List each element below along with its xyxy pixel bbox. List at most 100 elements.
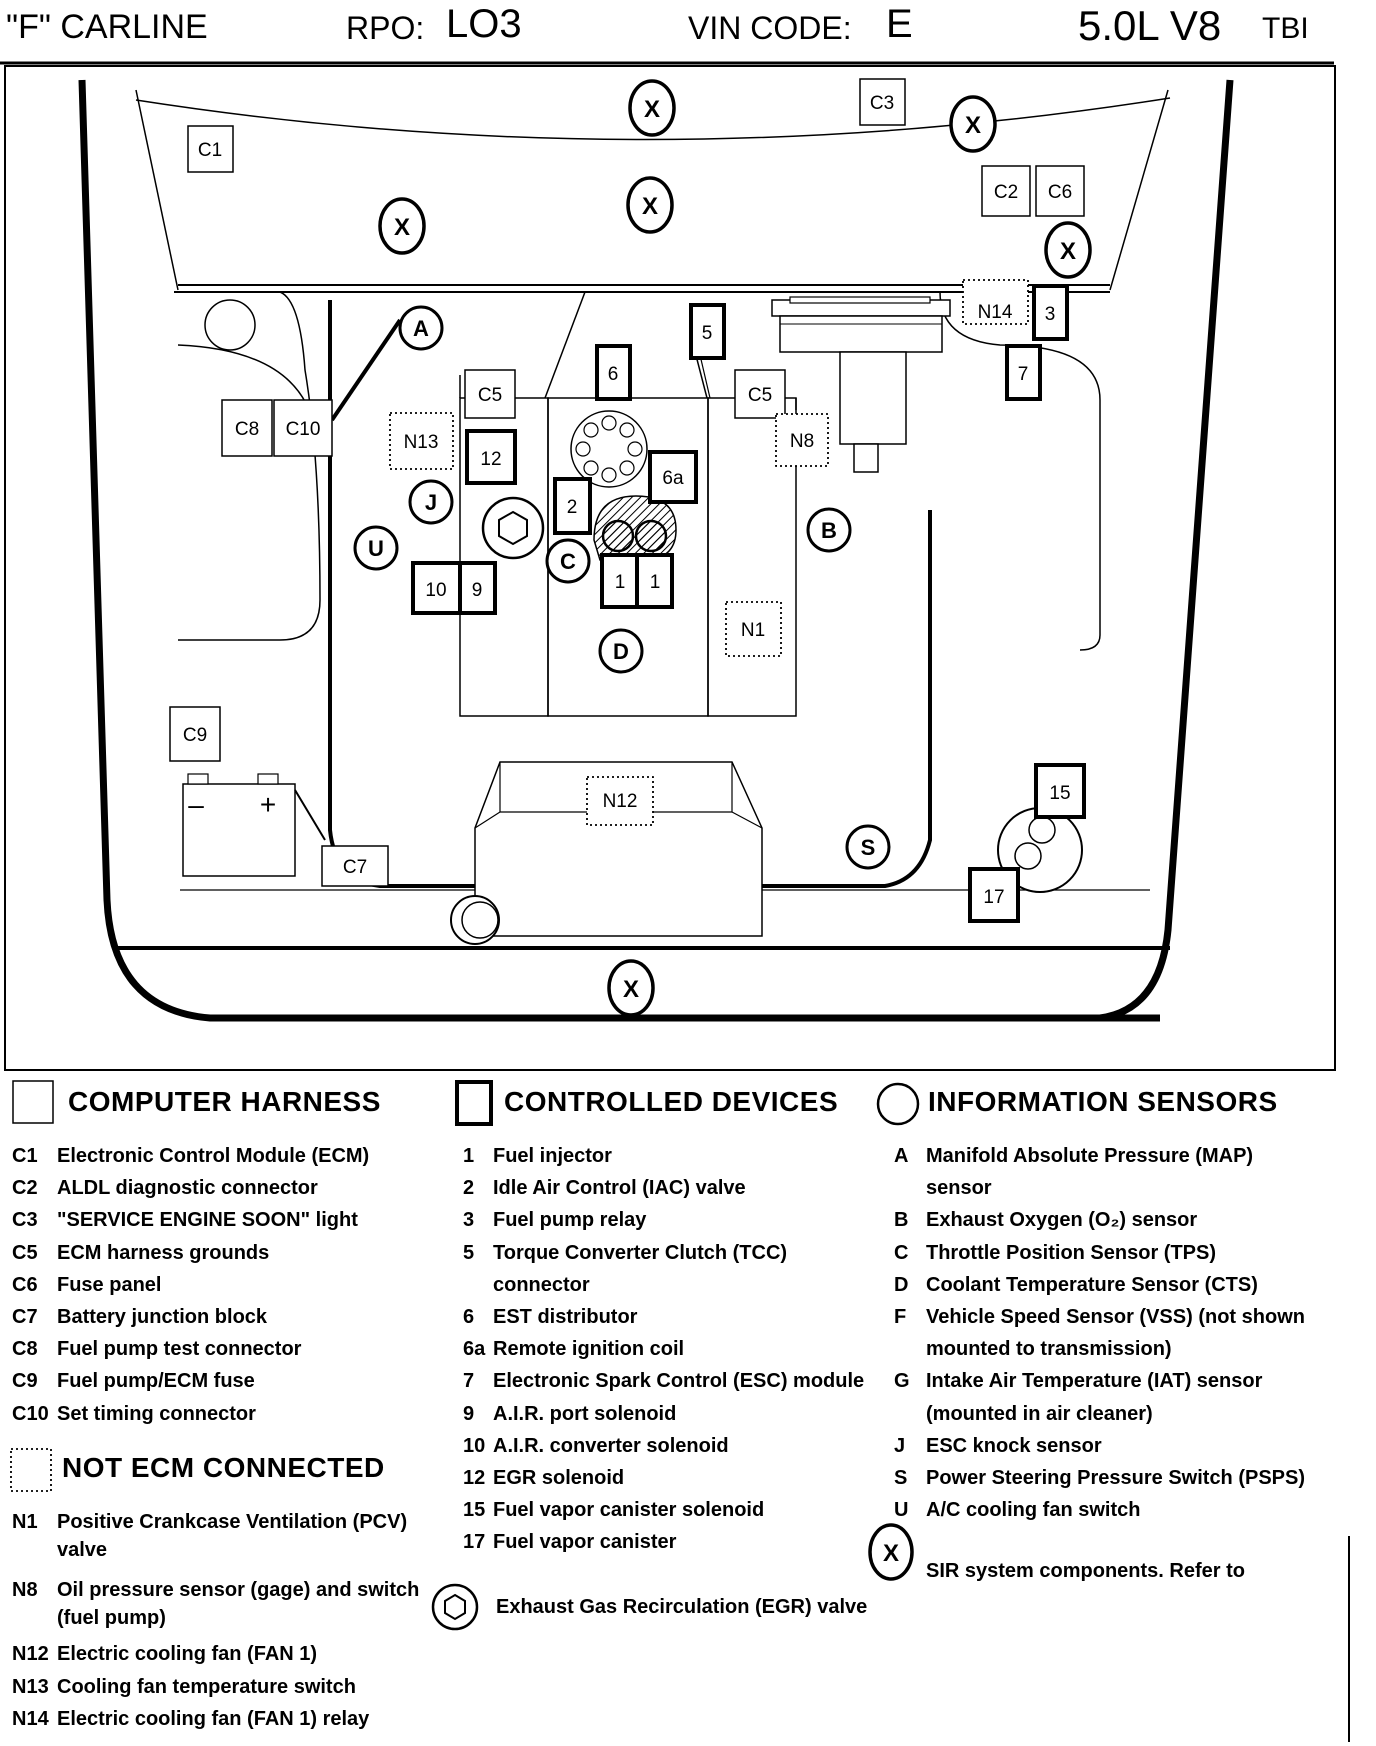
controlled-devices-symbol bbox=[455, 1080, 493, 1126]
label-X-5: X bbox=[1060, 238, 1076, 265]
circle-U bbox=[353, 525, 399, 571]
battery-plus-sign: + bbox=[260, 789, 276, 820]
battery-terminal-neg bbox=[187, 773, 209, 785]
label-C5-right: C5 bbox=[748, 385, 772, 406]
box-7 bbox=[1005, 344, 1042, 401]
label-N14: N14 bbox=[978, 302, 1013, 323]
box-C9 bbox=[169, 706, 221, 762]
harness-box-labels: C1 C3 C2 C6 C5 C5 C8 C10 C9 C7 bbox=[183, 93, 1072, 878]
battery-minus-sign: – bbox=[188, 789, 204, 820]
rpo-value: LO3 bbox=[446, 2, 522, 46]
sir-labels: X X X X X X bbox=[394, 96, 1076, 1003]
not-ecm-boxes bbox=[389, 279, 1029, 826]
label-N12: N12 bbox=[603, 791, 638, 812]
fan-motor-inner bbox=[461, 901, 499, 939]
box-1-right bbox=[635, 553, 674, 609]
label-D: D bbox=[613, 639, 629, 664]
box-17 bbox=[968, 867, 1020, 923]
label-X-3: X bbox=[642, 193, 658, 220]
box-6 bbox=[595, 344, 632, 401]
carline-label: "F" CARLINE bbox=[6, 8, 208, 46]
label-S: S bbox=[861, 835, 876, 860]
circle-D bbox=[598, 628, 644, 674]
not-ecm-connected-title: NOT ECM CONNECTED bbox=[62, 1452, 385, 1483]
throttle-bore-right bbox=[634, 519, 668, 553]
battery-terminal-pos bbox=[257, 773, 279, 785]
air-cleaner-body bbox=[779, 315, 943, 353]
list-item: mounted to transmission) bbox=[926, 1338, 1172, 1361]
washer-reservoir bbox=[204, 299, 256, 351]
sir-legend-text: SIR system components. Refer to bbox=[926, 1560, 1245, 1582]
sensor-labels: A B C D J U S bbox=[368, 316, 875, 860]
box-N8 bbox=[775, 413, 829, 467]
label-12: 12 bbox=[480, 449, 501, 470]
right-inner-fender bbox=[939, 291, 1105, 651]
sir-ovals bbox=[378, 79, 1092, 1017]
label-3: 3 bbox=[1045, 304, 1056, 325]
label-C10: C10 bbox=[286, 419, 321, 440]
map-hose bbox=[330, 318, 402, 422]
sensor-circles bbox=[353, 305, 891, 870]
diagram-frame bbox=[4, 65, 1336, 1071]
box-6a bbox=[648, 450, 698, 504]
sir-oval-1 bbox=[628, 79, 676, 137]
box-C7 bbox=[321, 845, 389, 887]
cowl-left-edge bbox=[135, 89, 179, 291]
vin-code-value: E bbox=[886, 2, 913, 46]
label-5: 5 bbox=[702, 323, 713, 344]
throttle-bore-left bbox=[601, 519, 635, 553]
canister-port-2 bbox=[1014, 842, 1042, 870]
sir-oval-3 bbox=[626, 176, 674, 234]
list-item: C3"SERVICE ENGINE SOON" light bbox=[12, 1209, 358, 1232]
label-B: B bbox=[821, 518, 837, 543]
label-1-right: 1 bbox=[650, 572, 661, 593]
box-C10 bbox=[273, 399, 333, 457]
box-C5-right bbox=[734, 369, 786, 419]
circle-S bbox=[845, 824, 891, 870]
box-3 bbox=[1032, 284, 1069, 341]
label-C1: C1 bbox=[198, 140, 222, 161]
box-9 bbox=[458, 561, 497, 615]
label-U: U bbox=[368, 536, 384, 561]
not-ecm-symbol bbox=[10, 1448, 52, 1492]
snorkel-tip bbox=[853, 443, 879, 473]
snorkel bbox=[839, 351, 907, 445]
label-N1: N1 bbox=[741, 620, 765, 641]
label-2: 2 bbox=[567, 497, 578, 518]
label-10: 10 bbox=[425, 580, 446, 601]
label-C9: C9 bbox=[183, 725, 207, 746]
label-6: 6 bbox=[608, 364, 619, 385]
label-X-2: X bbox=[965, 112, 981, 139]
label-17: 17 bbox=[983, 887, 1004, 908]
box-5 bbox=[689, 303, 726, 360]
sir-oval-4 bbox=[378, 197, 426, 255]
label-X-6: X bbox=[623, 976, 639, 1003]
air-cleaner-lid bbox=[789, 296, 931, 304]
computer-harness-title: COMPUTER HARNESS bbox=[68, 1086, 381, 1117]
